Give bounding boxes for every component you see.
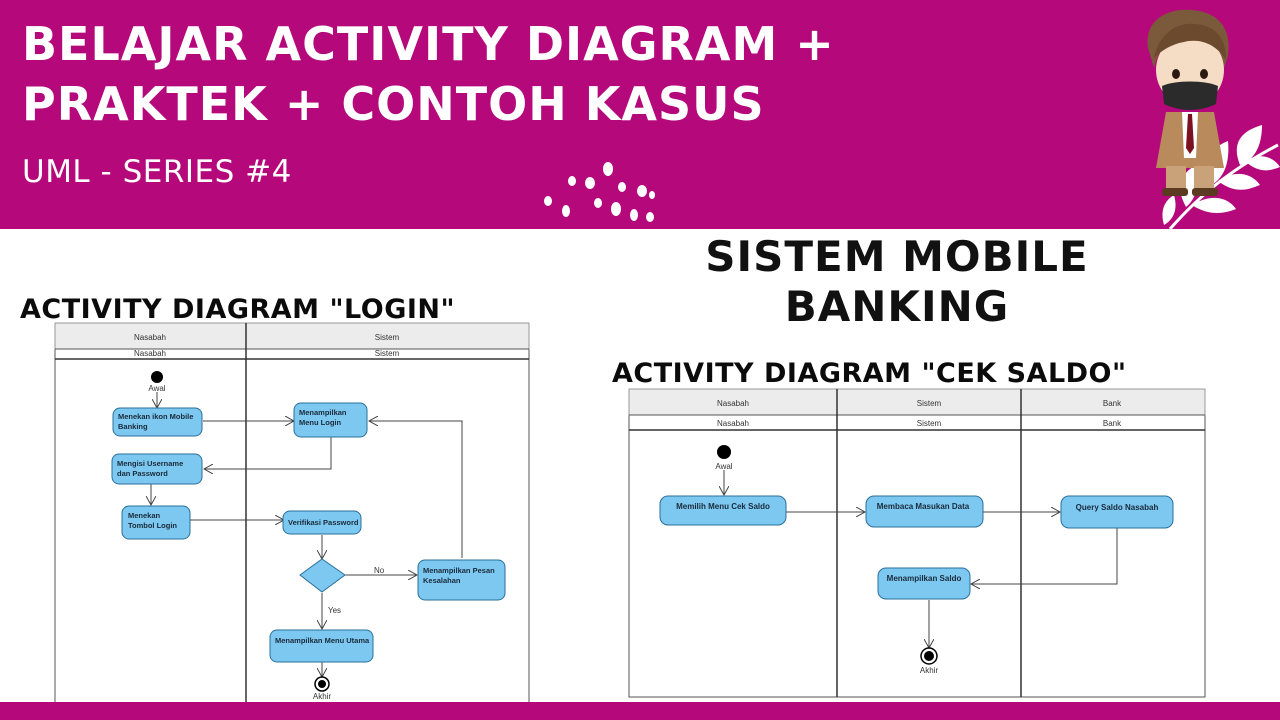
saldo-activity-show-balance-label: Menampilkan Saldo	[887, 574, 962, 583]
login-lane-header-sistem: Sistem	[375, 333, 400, 342]
saldo-activity-query-balance	[1060, 495, 1174, 529]
login-activity-show-login-menu	[293, 402, 368, 438]
saldo-end-label: Akhir	[920, 666, 939, 675]
title-line-1: BELAJAR ACTIVITY DIAGRAM +	[22, 17, 835, 71]
login-end-label: Akhir	[313, 692, 332, 701]
series-label: UML - SERIES #4	[22, 154, 292, 190]
saldo-diagram-title: ACTIVITY DIAGRAM "CEK SALDO"	[612, 358, 1127, 389]
saldo-lane-label-bank: Bank	[1103, 419, 1122, 428]
saldo-lane-header-sistem: Sistem	[917, 399, 942, 408]
saldo-activity-select-menu	[659, 495, 787, 526]
login-lane-label-sistem: Sistem	[375, 349, 400, 358]
login-guard-no: No	[374, 566, 385, 575]
saldo-end-node-core	[924, 651, 934, 661]
login-end-node-core	[318, 680, 326, 688]
login-start-label: Awal	[148, 384, 165, 393]
login-activity-tap-icon-label-2: Banking	[118, 422, 148, 431]
system-title-line-1: SISTEM MOBILE	[705, 232, 1089, 281]
login-activity-press-login-label-2: Tombol Login	[128, 521, 177, 530]
saldo-activity-diagram: Nasabah Sistem Bank Nasabah Sistem Bank …	[628, 388, 1206, 698]
saldo-activity-query-balance-label: Query Saldo Nasabah	[1076, 503, 1159, 512]
login-lane-header-bg	[54, 322, 530, 350]
login-activity-show-error-label-2: Kesalahan	[423, 576, 461, 585]
login-activity-show-login-menu-label-2: Menu Login	[299, 418, 341, 427]
login-lane-header-nasabah: Nasabah	[134, 333, 166, 342]
login-activity-press-login	[121, 505, 191, 540]
saldo-activity-read-input	[865, 495, 984, 528]
login-activity-verify-password-label: Verifikasi Password	[288, 518, 359, 527]
saldo-activity-select-menu-label: Memilih Menu Cek Saldo	[676, 502, 770, 511]
login-activity-show-main-menu-label: Menampilkan Menu Utama	[275, 636, 370, 645]
login-activity-diagram: Nasabah Sistem Nasabah Sistem Awal No Ye…	[54, 322, 530, 706]
system-title-line-2: BANKING	[784, 282, 1010, 331]
saldo-frame	[628, 388, 1206, 698]
login-activity-tap-icon-label-1: Menekan ikon Mobile	[118, 412, 193, 421]
login-lane-label-nasabah: Nasabah	[134, 349, 166, 358]
login-activity-tap-icon	[112, 407, 203, 437]
saldo-activity-show-balance	[877, 567, 971, 600]
login-activity-fill-credentials-label-2: dan Password	[117, 469, 168, 478]
login-activity-fill-credentials	[111, 453, 203, 485]
login-activity-verify-password	[282, 510, 362, 535]
saldo-lane-header-nasabah: Nasabah	[717, 399, 749, 408]
login-activity-show-error	[417, 559, 506, 601]
saldo-start-label: Awal	[715, 462, 732, 471]
login-activity-show-login-menu-label-1: Menampilkan	[299, 408, 347, 417]
login-activity-show-main-menu	[269, 629, 374, 663]
login-activity-show-error-label-1: Menampilkan Pesan	[423, 566, 495, 575]
saldo-start-node	[717, 445, 731, 459]
login-decision-node	[299, 558, 346, 593]
title-line-2: PRAKTEK + CONTOH KASUS	[22, 77, 765, 131]
page-title: BELAJAR ACTIVITY DIAGRAM + PRAKTEK + CON…	[22, 14, 835, 134]
login-activity-press-login-label-1: Menekan	[128, 511, 161, 520]
login-activity-fill-credentials-label-1: Mengisi Username	[117, 459, 183, 468]
system-title: SISTEM MOBILE BANKING	[662, 232, 1132, 332]
login-diagram-title: ACTIVITY DIAGRAM "LOGIN"	[20, 294, 456, 325]
avatar-character-icon	[1147, 9, 1229, 196]
footer-strip	[0, 702, 1280, 720]
saldo-activity-read-input-label: Membaca Masukan Data	[877, 502, 970, 511]
saldo-lane-label-nasabah: Nasabah	[717, 419, 749, 428]
leaf-decoration-icon	[1162, 125, 1280, 230]
login-start-node	[151, 371, 163, 383]
saldo-lane-label-sistem: Sistem	[917, 419, 942, 428]
login-guard-yes: Yes	[328, 606, 341, 615]
saldo-lane-header-bank: Bank	[1103, 399, 1122, 408]
dots-decoration-icon	[544, 162, 655, 222]
